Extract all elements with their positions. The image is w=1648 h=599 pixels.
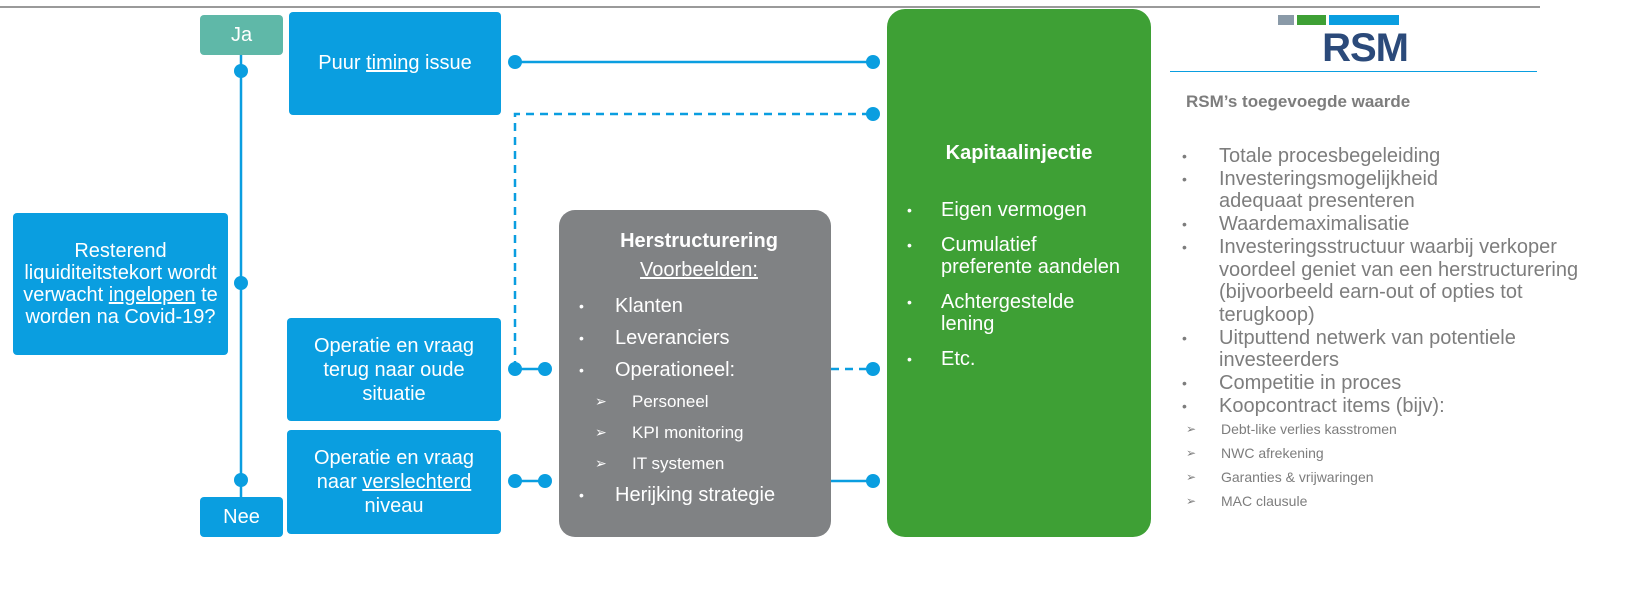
verslechterd-node — [508, 474, 522, 488]
ja-node — [234, 64, 248, 78]
herstructurering-subitem: KPI monitoring — [577, 417, 821, 448]
kapitaalinjectie-item: Achtergestelde lening — [907, 291, 1131, 335]
verslechterd-text-1: Operatie en vraag naar — [313, 447, 475, 493]
value-item: Uitputtend netwerk van potentiele invest… — [1180, 327, 1559, 372]
herstructurering-item: Leveranciers — [577, 322, 821, 354]
value-item: Investeringsstructuur waarbij verkoper v… — [1180, 236, 1604, 327]
kapitaalinjectie-item: Etc. — [907, 348, 1131, 370]
kapitaalinjectie-item: Cumulatief preferente aandelen — [907, 234, 1131, 278]
herstructurering-box: Herstructurering Voorbeelden: Klanten Le… — [559, 210, 831, 537]
kapitaal-node-1 — [866, 55, 880, 69]
herstructurering-subitem: IT systemen — [577, 448, 821, 479]
kapitaal-node-3 — [866, 362, 880, 376]
logo-bar-green — [1297, 15, 1326, 25]
terug-to-kapitaal-dashed — [513, 112, 873, 369]
kapitaal-node-4 — [866, 474, 880, 488]
timing-text-1: Puur — [318, 52, 361, 74]
value-subitem: Debt-like verlies kasstromen — [1180, 417, 1600, 441]
value-subitem: Garanties & vrijwaringen — [1180, 465, 1600, 489]
terug-box: Operatie en vraag terug naar oude situat… — [287, 318, 501, 421]
value-item: Waardemaximalisatie — [1180, 213, 1600, 236]
kapitaalinjectie-item: Eigen vermogen — [907, 199, 1131, 221]
terug-node — [508, 362, 522, 376]
verslechterd-box: Operatie en vraag naar verslechterd nive… — [287, 430, 501, 534]
herstructurering-title: Herstructurering — [620, 230, 778, 252]
value-title: RSM’s toegevoegde waarde — [1186, 92, 1411, 111]
timing-node — [508, 55, 522, 69]
herstructurering-node-2 — [538, 474, 552, 488]
question-underlined: ingelopen — [108, 284, 196, 306]
herstructurering-subitem: Personeel — [577, 386, 821, 417]
question-text-2: te worden na Covid-19? — [25, 284, 218, 328]
herstructurering-item: Klanten — [577, 290, 821, 322]
value-item: Totale procesbegeleiding — [1180, 145, 1600, 168]
herstructurering-item: Herijking strategie — [577, 479, 821, 511]
logo-bar-blue — [1329, 15, 1399, 25]
question-node — [234, 276, 248, 290]
value-subitem: NWC afrekening — [1180, 441, 1600, 465]
value-list: Totale procesbegeleiding Investeringsmog… — [1180, 145, 1600, 513]
kapitaalinjectie-box: Kapitaalinjectie Eigen vermogen Cumulati… — [887, 9, 1151, 537]
verslechterd-text-2: niveau — [364, 495, 424, 517]
value-item: Investeringsmogelijkheid adequaat presen… — [1180, 168, 1519, 213]
herstructurering-item: Operationeel: — [577, 354, 821, 386]
nee-label: Nee — [200, 497, 283, 537]
terug-text: Operatie en vraag terug naar oude situat… — [313, 334, 475, 405]
ja-label: Ja — [200, 15, 283, 55]
herstructurering-node-1 — [538, 362, 552, 376]
value-item: Koopcontract items (bijv): — [1180, 395, 1600, 418]
question-text-1: Resterend liquiditeitstekort wordt verwa… — [23, 240, 217, 306]
timing-box: Puur timing issue — [289, 12, 501, 115]
question-box: Resterend liquiditeitstekort wordt verwa… — [13, 213, 228, 355]
kapitaalinjectie-title: Kapitaalinjectie — [945, 142, 1093, 164]
value-subitem: MAC clausule — [1180, 489, 1600, 513]
kapitaal-node-2 — [866, 107, 880, 121]
nee-node — [234, 473, 248, 487]
timing-underlined: timing — [366, 52, 420, 74]
logo-divider — [1170, 71, 1537, 72]
logo-bar-gray — [1278, 15, 1294, 25]
timing-text-2: issue — [425, 52, 472, 74]
rsm-logo: RSM — [1322, 26, 1409, 70]
top-rule — [0, 6, 1540, 8]
value-item: Competitie in proces — [1180, 372, 1600, 395]
verslechterd-underlined: verslechterd — [362, 471, 472, 493]
herstructurering-subtitle: Voorbeelden: — [640, 259, 758, 281]
